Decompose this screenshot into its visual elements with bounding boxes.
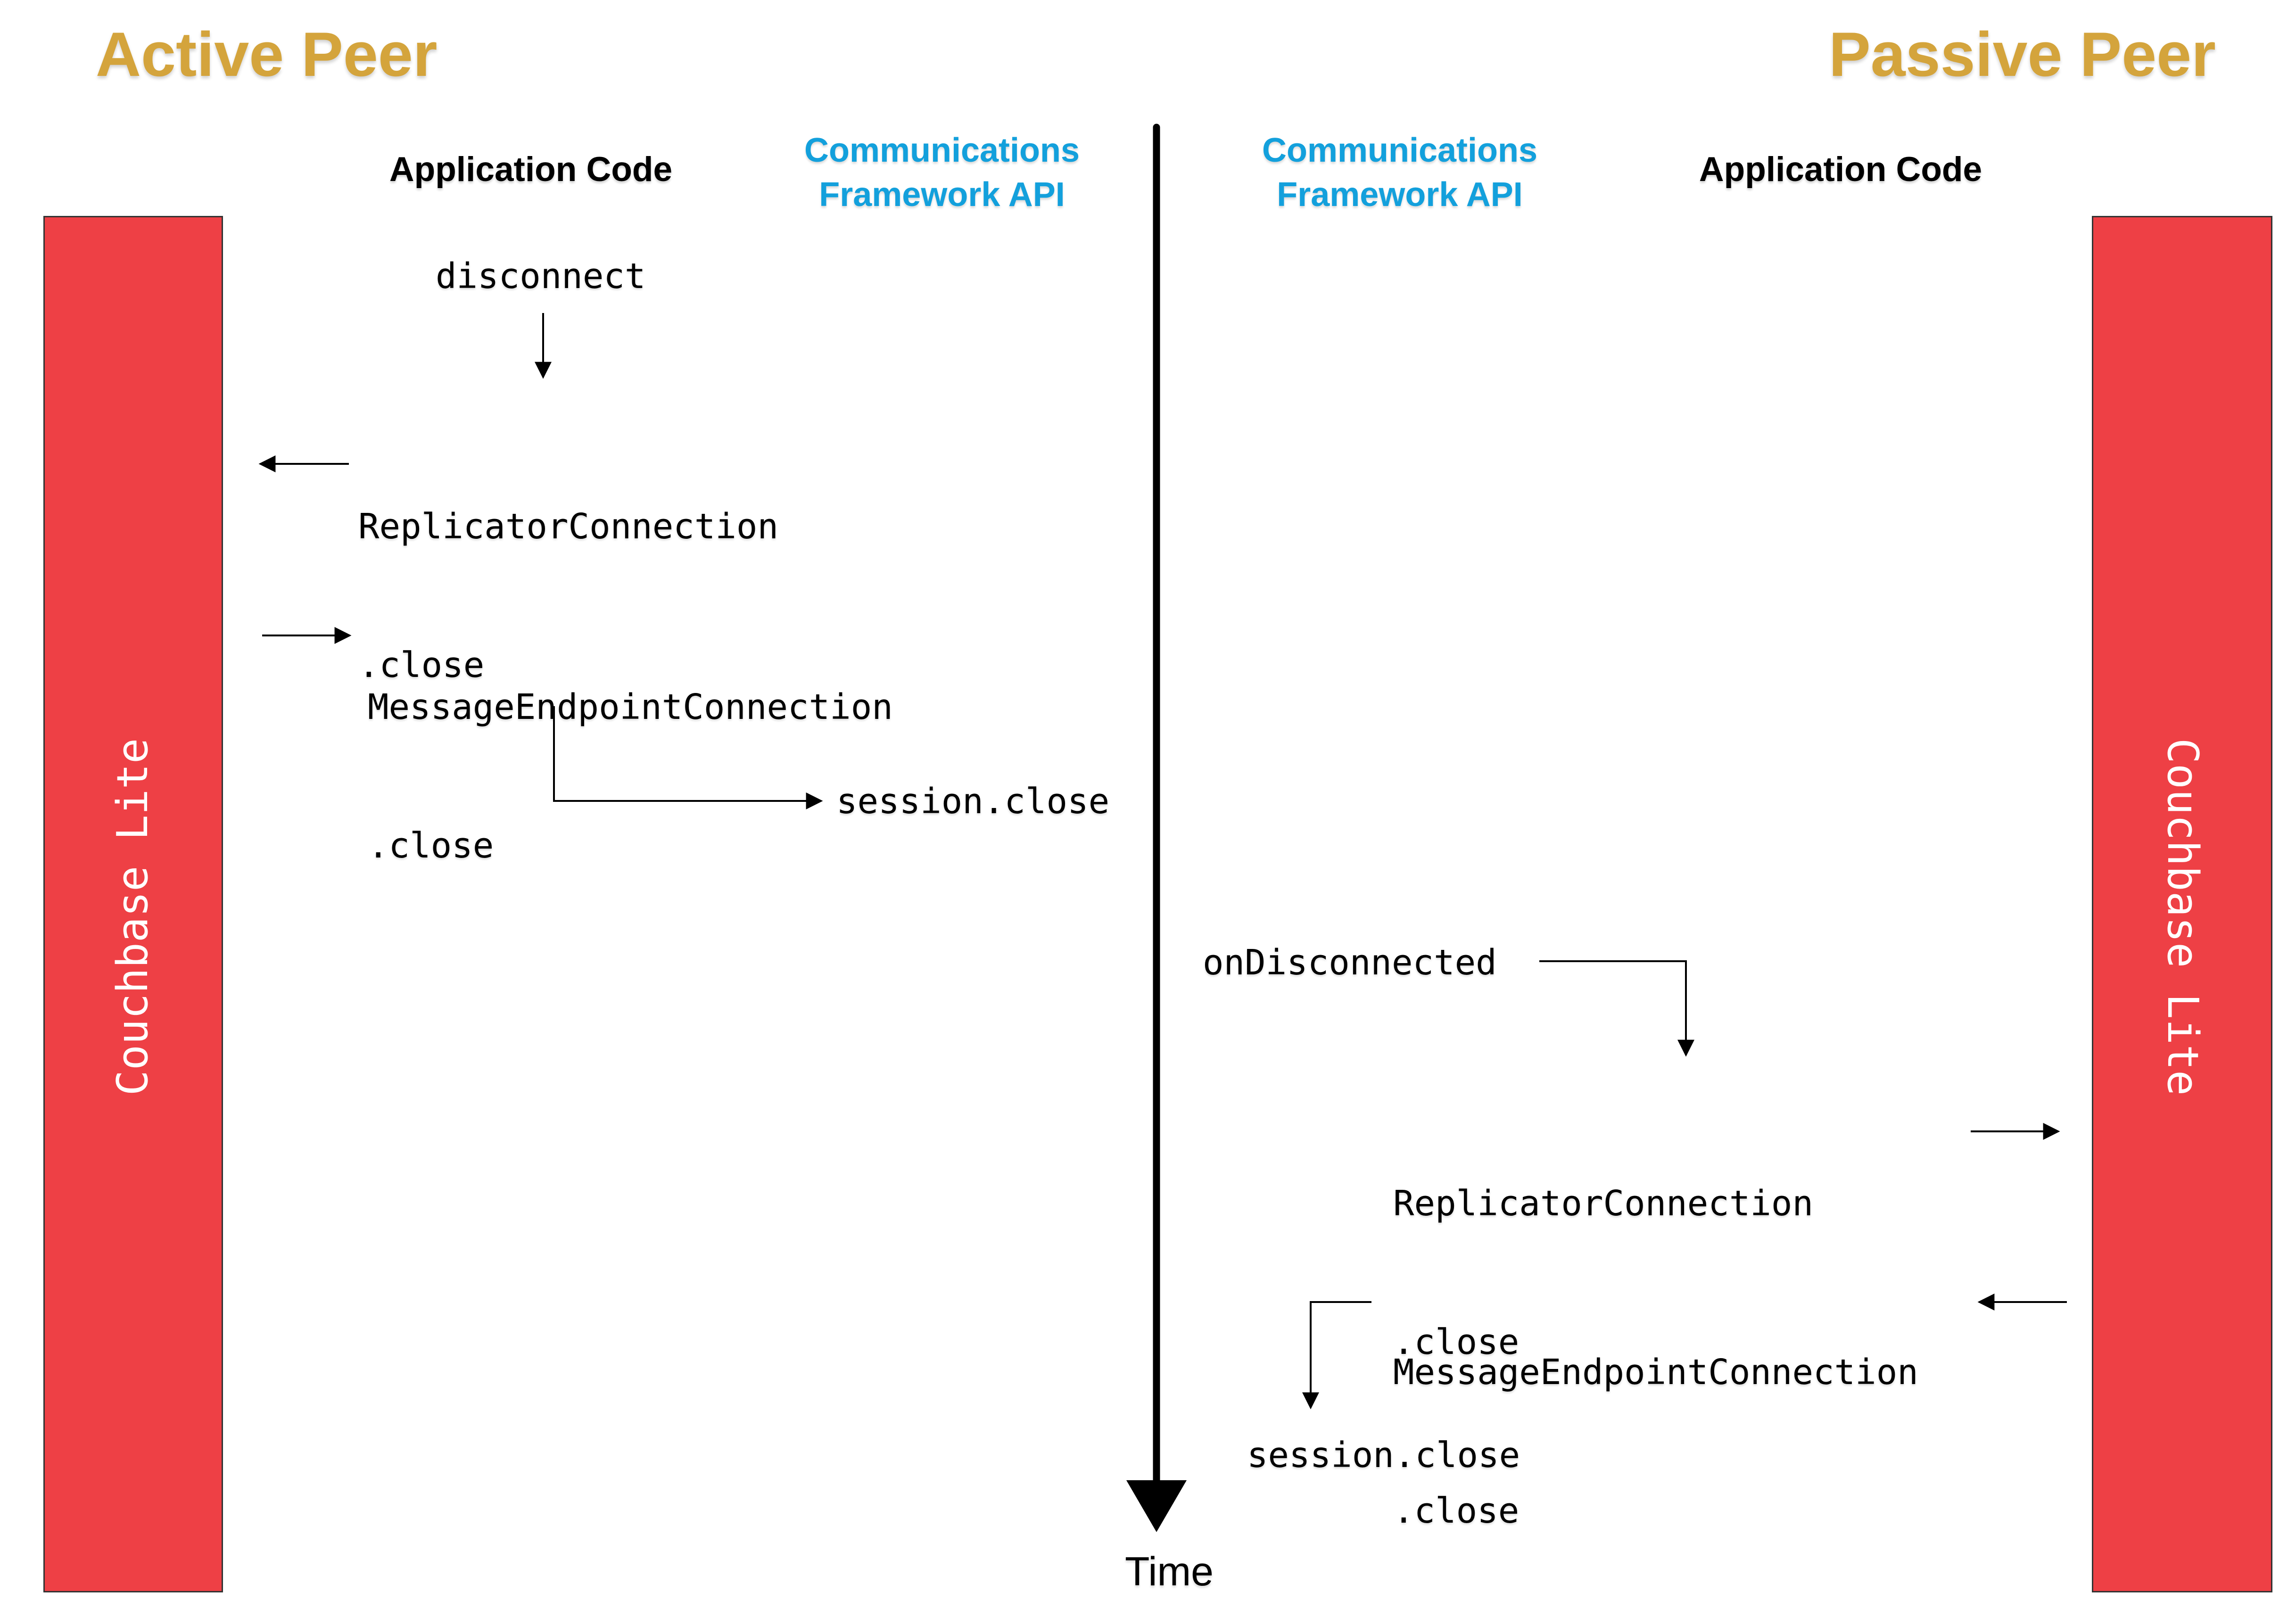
session-close-label-active: session.close	[836, 781, 1110, 822]
application-code-header-left: Application Code	[389, 150, 673, 189]
endpoint-close-to-session-close-elbow-passive	[1302, 1301, 1371, 1410]
message-endpoint-connection-close-label-passive-line1: MessageEndpointConnection	[1393, 1352, 1918, 1393]
active-peer-title: Active Peer	[96, 20, 438, 90]
on-disconnected-elbow-arrow	[1539, 960, 1694, 1057]
comms-framework-header-left: Communications Framework API	[804, 128, 1080, 217]
couchbase-lite-label-left: Couchbase Lite	[108, 738, 157, 1096]
replicator-connection-close-label-passive: ReplicatorConnection .close	[1393, 1088, 1813, 1458]
comms-framework-header-right-line1: Communications	[1262, 132, 1538, 169]
message-endpoint-connection-close-label-active-line1: MessageEndpointConnection	[368, 687, 893, 727]
passive-peer-title: Passive Peer	[1829, 20, 2216, 90]
time-axis-arrowhead-icon	[1126, 1480, 1187, 1532]
message-endpoint-connection-close-label-active-line2: .close	[368, 825, 494, 866]
replicator-connection-close-label-active-line2: .close	[358, 645, 485, 685]
comms-framework-header-left-line1: Communications	[804, 132, 1080, 169]
message-endpoint-connection-close-label-passive: MessageEndpointConnection .close	[1393, 1257, 1918, 1624]
couchbase-lite-label-right: Couchbase Lite	[2158, 738, 2207, 1096]
replicator-connection-close-label-passive-line2: .close	[1393, 1322, 1520, 1362]
on-disconnected-label: onDisconnected	[1203, 942, 1497, 983]
message-endpoint-connection-close-label-passive-line2: .close	[1393, 1491, 1520, 1531]
replicator-connection-close-label-active: ReplicatorConnection .close	[358, 411, 778, 781]
replicator-connection-close-label-active-line1: ReplicatorConnection	[358, 506, 779, 547]
comms-framework-header-left-line2: Framework API	[819, 176, 1065, 214]
couchbase-lite-bar-right	[2092, 216, 2272, 1592]
time-axis-label: Time	[1125, 1549, 1214, 1594]
session-close-label-passive: session.close	[1247, 1435, 1520, 1476]
replicator-connection-close-label-passive-line1: ReplicatorConnection	[1393, 1183, 1814, 1224]
couchbase-lite-bar-left	[43, 216, 223, 1592]
comms-framework-header-right-line2: Framework API	[1277, 176, 1523, 214]
disconnect-label: disconnect	[436, 256, 646, 297]
message-endpoint-connection-close-label-active: MessageEndpointConnection .close	[368, 592, 893, 961]
application-code-header-right: Application Code	[1699, 150, 1982, 189]
comms-framework-header-right: Communications Framework API	[1262, 128, 1537, 217]
